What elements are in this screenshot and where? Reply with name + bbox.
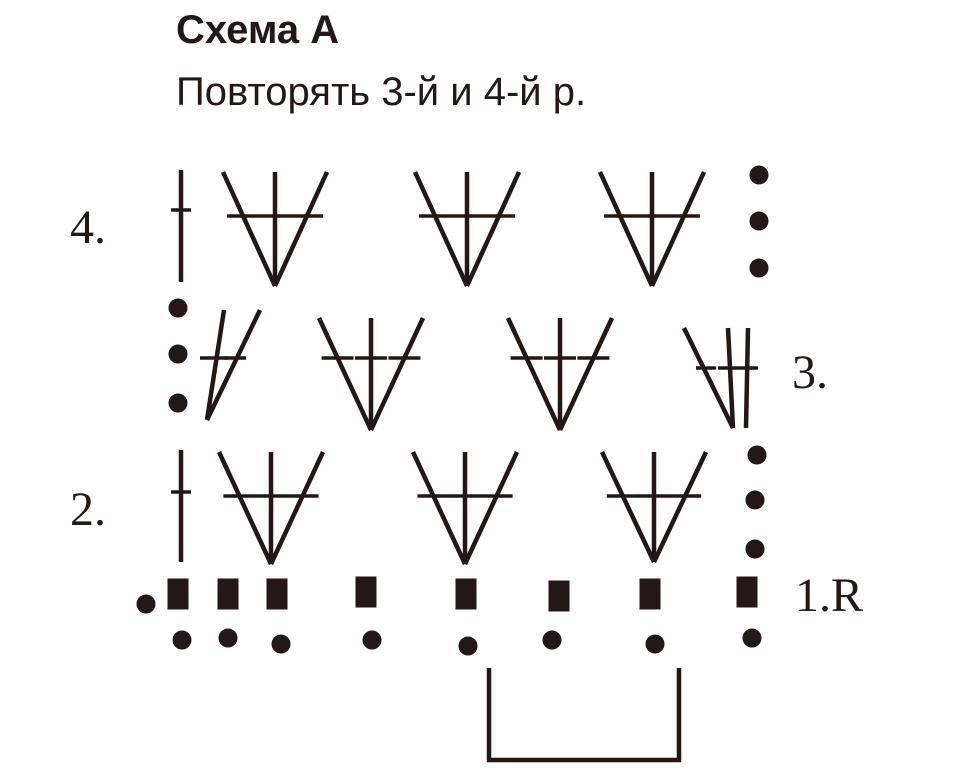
treble-cluster-icon [216,451,326,565]
chain-stitch-icon [136,594,156,614]
filled-square-icon [639,578,661,610]
chain-stitch-icon [271,634,291,654]
chain-stitch-icon [362,630,382,650]
filled-square-icon [217,578,239,610]
filled-square-icon [355,576,377,608]
chain-stitch-icon [749,165,769,185]
chart-subtitle: Повторять 3-й и 4-й р. [176,70,587,114]
treble-cluster-icon [316,317,426,431]
treble-stitch-icon [171,170,191,282]
treble-cluster-icon [505,317,615,431]
treble-cluster-icon [412,171,522,287]
treble-cluster-icon [681,327,758,429]
chain-stitch-icon [749,211,769,231]
row-label-4: 4. [70,201,106,254]
chain-stitch-icon [168,344,188,364]
treble-cluster-icon [200,309,263,421]
filled-square-icon [266,578,288,610]
chain-stitch-icon [458,636,478,656]
treble-cluster-icon [220,171,330,287]
treble-cluster-icon [597,171,707,287]
chain-stitch-icon [645,634,665,654]
chain-stitch-icon [745,539,765,559]
chain-stitch-icon [745,490,765,510]
repeat-bracket [486,668,682,763]
chain-stitch-icon [749,258,769,278]
filled-square-icon [736,576,758,608]
row-label-3: 3. [792,346,828,399]
filled-square-icon [548,580,570,612]
chain-stitch-icon [168,393,188,413]
filled-square-icon [455,578,477,610]
chain-stitch-icon [747,445,767,465]
treble-cluster-icon [599,451,709,563]
row-label-1: 1.R [795,569,863,622]
chart-title: Схема А [176,8,340,52]
treble-stitch-icon [171,450,191,562]
filled-square-icon [167,578,189,610]
chain-stitch-icon [172,630,192,650]
chain-stitch-icon [218,628,238,648]
chain-stitch-icon [742,628,762,648]
chain-stitch-icon [168,298,188,318]
treble-cluster-icon [410,451,520,565]
row-label-2: 2. [70,483,106,536]
chain-stitch-icon [542,630,562,650]
